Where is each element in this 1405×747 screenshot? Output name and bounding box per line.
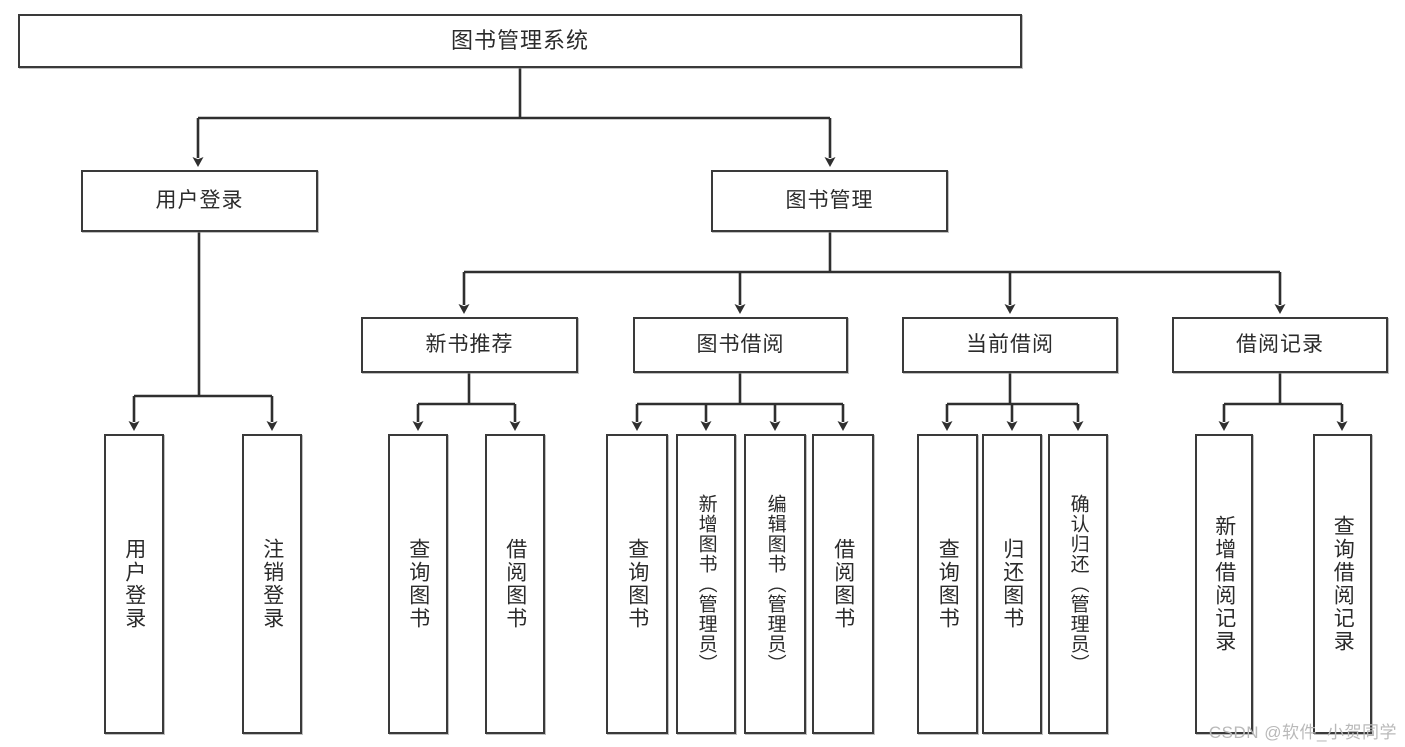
node-label: 用户登录	[122, 538, 146, 630]
node-leaf-add-borrow-record[interactable]: 新增借阅记录	[1195, 434, 1253, 734]
node-label: 新增图书（管理员）	[695, 494, 717, 674]
node-leaf-user-login[interactable]: 用户登录	[104, 434, 164, 734]
node-book-management[interactable]: 图书管理	[711, 170, 948, 232]
node-root-book-management-system[interactable]: 图书管理系统	[18, 14, 1022, 68]
edge-userlogin-to-leaves	[128, 232, 278, 431]
node-label: 注销登录	[260, 538, 284, 630]
node-label: 查询图书	[625, 538, 649, 630]
watermark-credit: CSDN @软件_小贺同学	[1208, 723, 1397, 742]
node-leaf-query-borrow-record[interactable]: 查询借阅记录	[1313, 434, 1372, 734]
node-leaf-add-book-admin[interactable]: 新增图书（管理员）	[676, 434, 736, 734]
edge-root-to-level2	[192, 68, 836, 167]
node-label: 归还图书	[1000, 538, 1024, 630]
edge-recommend-to-leaves	[412, 373, 521, 431]
edge-bookmgmt-to-level3	[458, 232, 1286, 314]
node-leaf-return-book[interactable]: 归还图书	[982, 434, 1042, 734]
node-label: 查询图书	[936, 538, 960, 630]
node-label: 编辑图书（管理员）	[764, 494, 786, 674]
node-leaf-borrow-book[interactable]: 借阅图书	[812, 434, 874, 734]
node-new-book-recommend[interactable]: 新书推荐	[361, 317, 578, 373]
node-leaf-query-book-recommend[interactable]: 查询图书	[388, 434, 448, 734]
edge-bookborrow-to-leaves	[631, 373, 849, 431]
node-label: 查询图书	[406, 538, 430, 630]
node-label: 确认归还（管理员）	[1067, 494, 1089, 674]
node-leaf-user-logout[interactable]: 注销登录	[242, 434, 302, 734]
node-current-borrow[interactable]: 当前借阅	[902, 317, 1118, 373]
node-borrow-records[interactable]: 借阅记录	[1172, 317, 1388, 373]
edge-records-to-leaves	[1218, 373, 1348, 431]
node-leaf-query-book-borrow[interactable]: 查询图书	[606, 434, 668, 734]
node-user-login[interactable]: 用户登录	[81, 170, 318, 232]
node-label: 借阅图书	[503, 538, 527, 630]
node-label: 新增借阅记录	[1212, 515, 1236, 653]
node-leaf-borrow-book-recommend[interactable]: 借阅图书	[485, 434, 545, 734]
edge-currentborrow-to-leaves	[941, 373, 1084, 431]
node-leaf-query-book-current[interactable]: 查询图书	[917, 434, 978, 734]
node-label: 借阅图书	[831, 538, 855, 630]
node-leaf-confirm-return-admin[interactable]: 确认归还（管理员）	[1048, 434, 1108, 734]
node-leaf-edit-book-admin[interactable]: 编辑图书（管理员）	[744, 434, 806, 734]
node-label: 查询借阅记录	[1331, 515, 1355, 653]
node-book-borrow[interactable]: 图书借阅	[633, 317, 848, 373]
